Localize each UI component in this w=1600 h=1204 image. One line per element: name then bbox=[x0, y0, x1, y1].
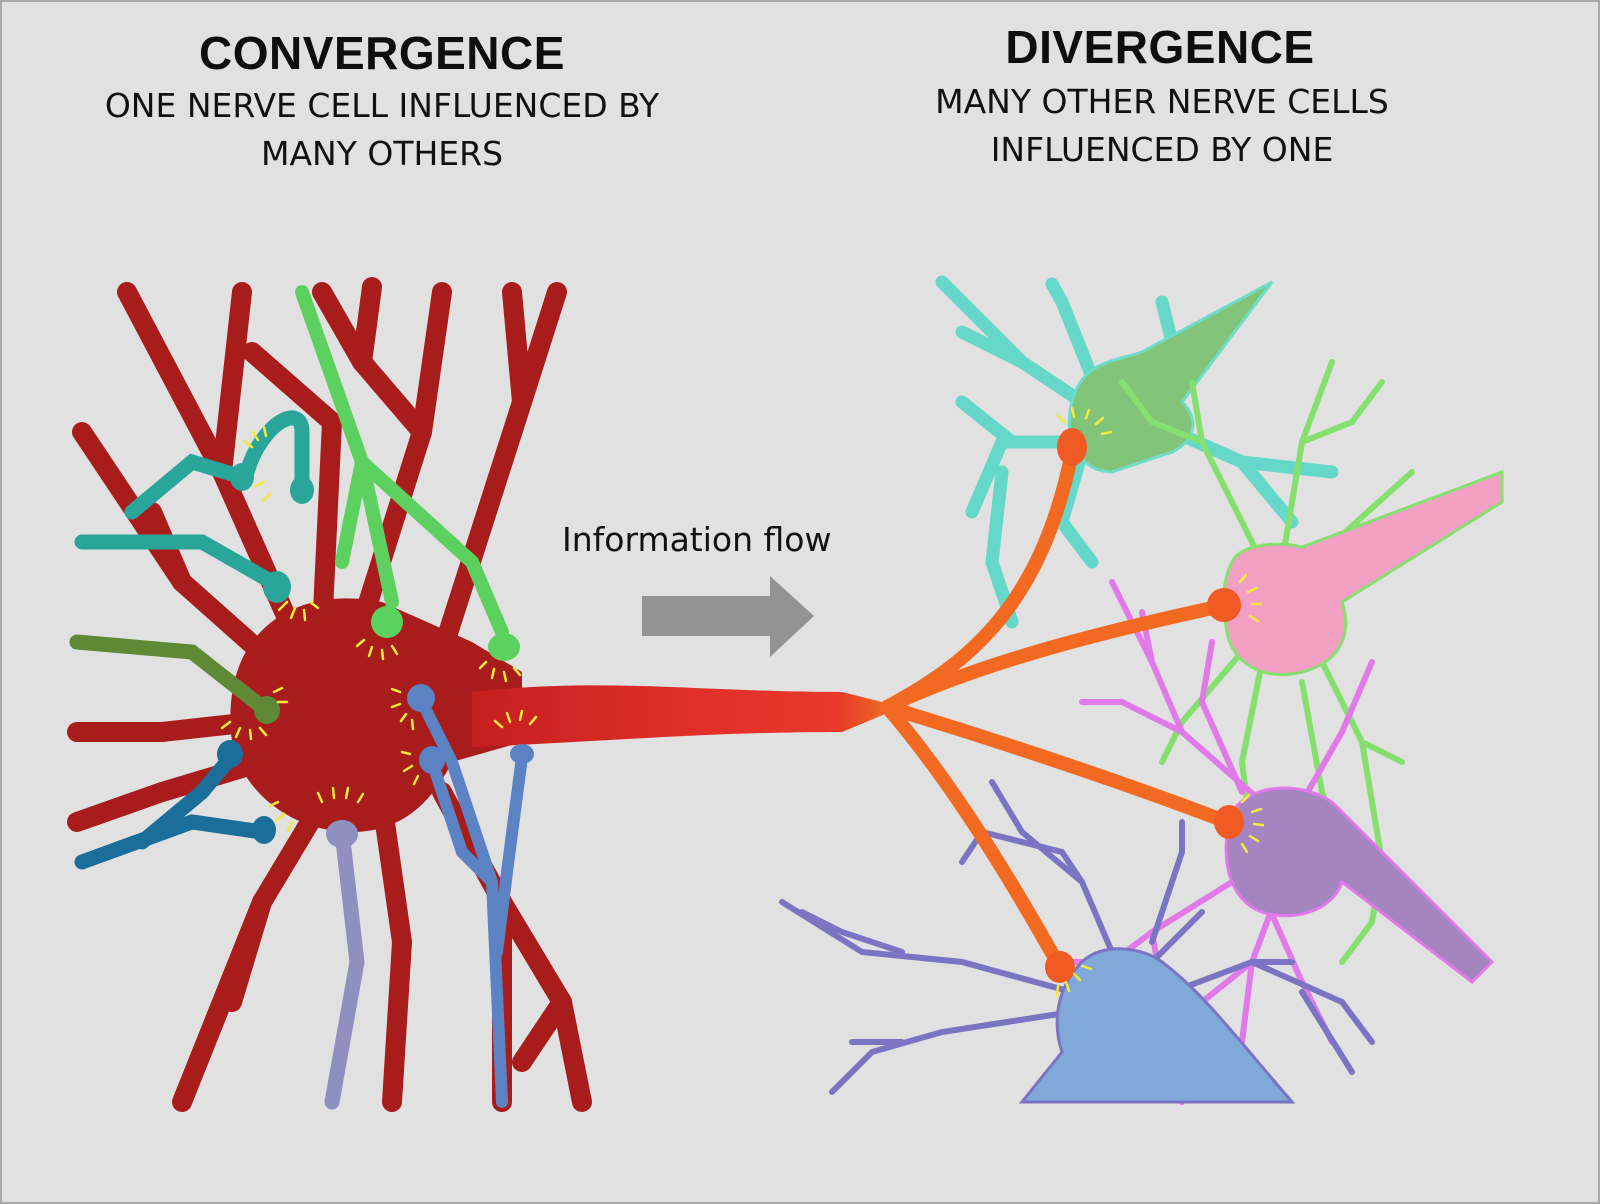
synapse-sparks bbox=[220, 406, 1265, 998]
divergence-subtitle-line2: INFLUENCED BY ONE bbox=[990, 130, 1334, 169]
convergence-subtitle-line2: MANY OTHERS bbox=[260, 134, 504, 173]
incoming-terminals-dark-blue bbox=[217, 740, 276, 844]
incoming-axon-lavender bbox=[324, 824, 365, 1110]
incoming-terminal-lavender bbox=[326, 820, 358, 848]
convergence-subtitle-line1: ONE NERVE CELL INFLUENCED BY bbox=[104, 86, 660, 125]
incoming-axon-olive bbox=[69, 634, 270, 715]
target-neuron-green bbox=[935, 275, 1339, 629]
incoming-axon-green bbox=[295, 285, 509, 639]
incoming-axon-dark-blue bbox=[74, 754, 270, 870]
convergence-subtitle: ONE NERVE CELL INFLUENCED BY MANY OTHERS bbox=[82, 82, 682, 178]
information-flow-arrow bbox=[642, 576, 814, 657]
divergence-subtitle: MANY OTHER NERVE CELLS INFLUENCED BY ONE bbox=[862, 78, 1462, 174]
incoming-axon-blue bbox=[416, 696, 528, 1108]
axon-terminals bbox=[1045, 428, 1244, 983]
axon bbox=[472, 685, 902, 747]
convergence-title: CONVERGENCE bbox=[199, 27, 565, 79]
target-neuron-purple bbox=[1049, 579, 1495, 1105]
incoming-terminal-olive bbox=[254, 696, 280, 724]
axon-branches bbox=[880, 445, 1229, 969]
information-flow-label: Information flow bbox=[562, 520, 832, 559]
incoming-terminals-teal bbox=[230, 463, 314, 603]
target-neuron-blue bbox=[779, 779, 1375, 1104]
incoming-axon-teal bbox=[74, 410, 310, 590]
incoming-terminals-green bbox=[371, 606, 520, 661]
divergence-title: DIVERGENCE bbox=[1005, 21, 1315, 73]
divergence-subtitle-line1: MANY OTHER NERVE CELLS bbox=[935, 82, 1389, 121]
incoming-terminals-blue bbox=[407, 684, 534, 774]
